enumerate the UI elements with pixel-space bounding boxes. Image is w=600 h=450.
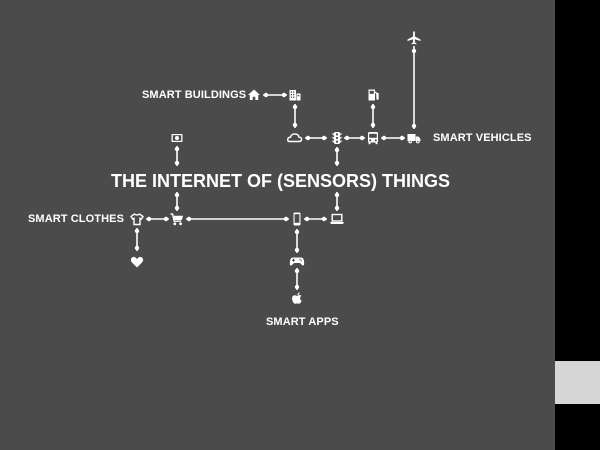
side-tab: [555, 361, 600, 404]
connector-dot: [321, 135, 327, 141]
connector-dot: [359, 135, 365, 141]
building-icon: [289, 90, 301, 101]
connector-dot: [134, 228, 140, 234]
diagram-title: THE INTERNET OF (SENSORS) THINGS: [111, 171, 451, 191]
connector-dot: [292, 104, 298, 110]
connector-dot: [370, 104, 376, 110]
connector-dot: [294, 229, 300, 235]
gamepad-icon: [289, 257, 305, 266]
connector-dot: [344, 135, 350, 141]
connector-dot: [292, 122, 298, 128]
iot-diagram: .ln { stroke: #ffffff; stroke-width: 1.6…: [130, 31, 421, 304]
connector-dot: [174, 205, 180, 211]
bus-icon: [368, 132, 378, 145]
home-icon: [248, 89, 260, 100]
connector-dot: [411, 48, 417, 54]
smartphone-icon: [293, 212, 301, 226]
connector-dot: [334, 192, 340, 198]
connector-dot: [163, 216, 169, 222]
truck-icon: [407, 134, 421, 144]
connector-dot: [134, 245, 140, 251]
heart-icon: [130, 256, 144, 268]
connector-dot: [370, 122, 376, 128]
connector-dot: [294, 247, 300, 253]
camera-icon: [171, 134, 183, 142]
connector-dot: [283, 216, 289, 222]
laptop-icon: [330, 213, 344, 224]
connector-dot: [399, 135, 405, 141]
connector-dot: [146, 216, 152, 222]
label-smart-buildings: SMART BUILDINGS: [142, 89, 247, 101]
connector-dot: [334, 160, 340, 166]
label-smart-clothes: SMART CLOTHES: [28, 213, 125, 225]
shirt-icon: [130, 213, 144, 226]
slide-background: .ln { stroke: #ffffff; stroke-width: 1.6…: [0, 0, 555, 450]
connector-dot: [294, 268, 300, 274]
connector-dot: [174, 146, 180, 152]
connector-dot: [321, 216, 327, 222]
connector-dot: [174, 192, 180, 198]
cloud-icon: [287, 133, 303, 143]
label-smart-apps: SMART APPS: [266, 316, 339, 328]
connector-dot: [305, 135, 311, 141]
traffic-light-icon: [331, 132, 343, 144]
apple-icon: [292, 292, 302, 304]
icons: [130, 31, 421, 304]
connector-dot: [281, 92, 287, 98]
connector-lines: [134, 46, 417, 290]
connector-dot: [186, 216, 192, 222]
connector-dot: [263, 92, 269, 98]
airplane-icon: [407, 31, 421, 45]
connector-dot: [174, 160, 180, 166]
shopping-cart-icon: [170, 213, 183, 226]
connector-dot: [334, 205, 340, 211]
fuel-pump-icon: [368, 89, 379, 101]
connector-dot: [334, 147, 340, 153]
label-smart-vehicles: SMART VEHICLES: [433, 132, 532, 144]
connector-dot: [294, 284, 300, 290]
connector-dot: [304, 216, 310, 222]
connector-dot: [381, 135, 387, 141]
connector-dot: [411, 123, 417, 129]
